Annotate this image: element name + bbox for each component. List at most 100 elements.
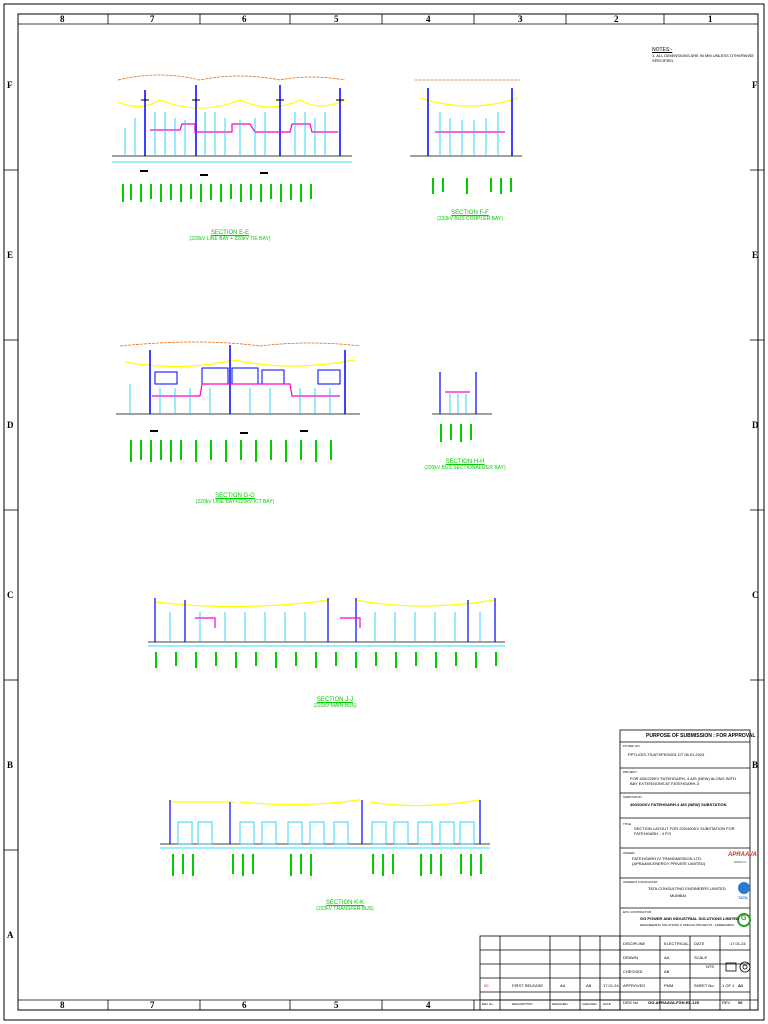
section-gg-title: SECTION G-G (220kV LINE BAY+220kV ICT BA… xyxy=(175,493,295,505)
notes-heading: NOTES:- xyxy=(652,47,673,53)
zone-row-label: C xyxy=(752,590,759,600)
contractor-logo-letter: G xyxy=(741,915,747,922)
section-kk-title: SECTION K-K (220kV TRANSFER BUS) xyxy=(305,900,385,912)
section-kk-drawing xyxy=(160,799,490,876)
revision-header-by: DESIGNED xyxy=(552,1002,568,1006)
ref-label: PO REF NO: xyxy=(623,744,641,748)
zone-row-label: E xyxy=(7,250,14,260)
title-label: TITLE xyxy=(623,822,632,826)
section-ff-title: SECTION F-F (220kV BUS COUPLER BAY) xyxy=(430,210,510,222)
section-title-text: SECTION G-G xyxy=(215,493,255,499)
project-label: PROJECT xyxy=(623,770,638,774)
contractor-value: GG POWER AND INDUSTRIAL SOLUTIONS LIMITE… xyxy=(640,916,739,921)
consultant-sub: MUMBAI xyxy=(670,893,686,898)
zone-col-label: 8 xyxy=(60,1000,65,1010)
zone-row-label: C xyxy=(7,590,14,600)
title-value: SECTION LAYOUT FOR 220/400KV SUBSTATION … xyxy=(634,826,735,836)
section-ee-title: SECTION E-E (220kV LINE BAY + 220kV TIE … xyxy=(160,230,300,242)
contractor-logo-icon xyxy=(737,913,751,927)
section-title-text: SECTION E-E xyxy=(210,230,250,236)
revision-header-date: DATE xyxy=(603,1002,611,1006)
checked-value: AB xyxy=(664,969,670,974)
scale-label: SCALE xyxy=(694,955,708,960)
approved-label: APPROVED xyxy=(623,983,646,988)
purpose-of-submission: PURPOSE OF SUBMISSION : FOR APPROVAL xyxy=(646,733,756,739)
zone-col-label: 6 xyxy=(242,1000,247,1010)
zone-col-label: 7 xyxy=(150,1000,155,1010)
scale-value: NTS xyxy=(706,964,714,969)
tata-logo-icon xyxy=(738,882,750,894)
zone-col-label: 7 xyxy=(150,14,155,24)
date-value: 17.01.24 xyxy=(730,941,746,946)
consultant-value: TATA CONSULTING ENGINEERS LIMITED xyxy=(648,886,726,891)
zone-row-label: A xyxy=(7,930,14,940)
section-title-text: SECTION F-F xyxy=(451,210,489,216)
sheet-size: A1 xyxy=(738,983,744,988)
discipline-label: DISCIPLINE xyxy=(623,941,646,946)
section-ee-drawing xyxy=(112,74,352,202)
ref-value: PPTL/GIS-TS/ATSPKS/001 DT 08.01.2024 xyxy=(628,752,705,757)
project-value: FOR 400/220KV FATEHGARH- 4 AIS (NEW) ALO… xyxy=(630,776,736,786)
section-hh-drawing xyxy=(432,372,492,442)
revision-header-chk: CHECKED xyxy=(582,1002,597,1006)
drg-no-label: DRG No xyxy=(623,1000,639,1005)
zone-col-label: 5 xyxy=(334,1000,339,1010)
rev-label: REV xyxy=(722,1000,731,1005)
section-subtitle-text: (220kV TRANSFER BUS) xyxy=(316,906,374,912)
date-label: DATE xyxy=(694,941,705,946)
section-jj-drawing xyxy=(148,598,505,668)
zone-row-label: F xyxy=(752,80,758,90)
section-title-text: SECTION K-K xyxy=(325,900,365,906)
section-subtitle-text: (220kV LINE BAY+220kV ICT BAY) xyxy=(195,499,275,505)
section-subtitle-text: (220kV BUS SECTIONALIZER BAY) xyxy=(424,465,506,471)
section-hh-title: SECTION H-H (220kV BUS SECTIONALIZER BAY… xyxy=(420,459,510,471)
substation-value: 400/220KV FATEHGARH-4 AIS (NEW) SUBSTATI… xyxy=(630,802,727,807)
approved-value: PMM xyxy=(664,983,674,988)
revision-header-desc: DESCRIPTION xyxy=(512,1002,533,1006)
section-subtitle-text: (220kV BUS COUPLER BAY) xyxy=(437,216,503,222)
zone-col-label: 3 xyxy=(518,14,523,24)
drawn-value: AA xyxy=(664,955,670,960)
sheet-value: 1 OF 1 xyxy=(722,983,735,988)
checked-label: CHECKED xyxy=(623,969,643,974)
zone-col-label: 1 xyxy=(708,14,713,24)
apraava-logo: APRAAVA xyxy=(728,852,757,858)
note-item: 1. ALL DIMENSIONS ARE IN MM UNLESS OTHER… xyxy=(652,53,755,63)
projection-symbol-icon xyxy=(725,961,751,973)
section-jj-title: SECTION J-J (220kV MAIN BUS) xyxy=(300,697,370,709)
section-subtitle-text: (220kV MAIN BUS) xyxy=(313,703,357,709)
title-block-frame xyxy=(479,729,751,1011)
contractor-sub: ENGINEERING SOLUTIONS & SPECIAL PROJECTS… xyxy=(640,923,734,927)
discipline-value: ELECTRICAL xyxy=(664,941,689,946)
section-subtitle-text: (220kV LINE BAY + 220kV TIE BAY) xyxy=(189,236,271,242)
zone-row-label: B xyxy=(7,760,14,770)
zone-row-label: E xyxy=(752,250,759,260)
zone-col-label: 8 xyxy=(60,14,65,24)
revision-date: 17.01.24 xyxy=(603,983,619,988)
section-gg-drawing xyxy=(116,341,361,462)
rev-value: 00 xyxy=(738,1000,743,1005)
zone-col-label: 4 xyxy=(426,14,431,24)
tata-logo-text: TATA xyxy=(738,895,748,900)
apraava-logo-sub: ENERGY xyxy=(734,860,747,864)
revision-desc: FIRST RELEASE xyxy=(512,983,544,988)
substation-label: SUBSTATION xyxy=(623,795,642,799)
revision-header-rev: REV No xyxy=(482,1002,493,1006)
zone-col-label: 2 xyxy=(614,14,619,24)
zone-col-label: 4 xyxy=(426,1000,431,1010)
contractor-label: EPC CONTRACTOR xyxy=(623,910,652,914)
revision-rev: 00 xyxy=(484,983,489,988)
section-title-text: SECTION J-J xyxy=(316,697,354,703)
drawn-label: DRAWN xyxy=(623,955,638,960)
owner-value: FATEHGARH IV TRANSMISSION LTD. (APRAAVA … xyxy=(632,856,706,866)
notes-block: NOTES:- 1. ALL DIMENSIONS ARE IN MM UNLE… xyxy=(652,47,768,63)
section-ff-drawing xyxy=(410,79,522,194)
zone-col-label: 6 xyxy=(242,14,247,24)
zone-row-label: D xyxy=(7,420,14,430)
zone-row-label: F xyxy=(7,80,13,90)
consultant-label: OWNER'S CONSULTANT xyxy=(623,880,658,884)
drawing-number: GG-APRAAVA-FGH-EL-125 xyxy=(648,1000,699,1005)
zone-col-label: 5 xyxy=(334,14,339,24)
zone-row-label: B xyxy=(752,760,759,770)
